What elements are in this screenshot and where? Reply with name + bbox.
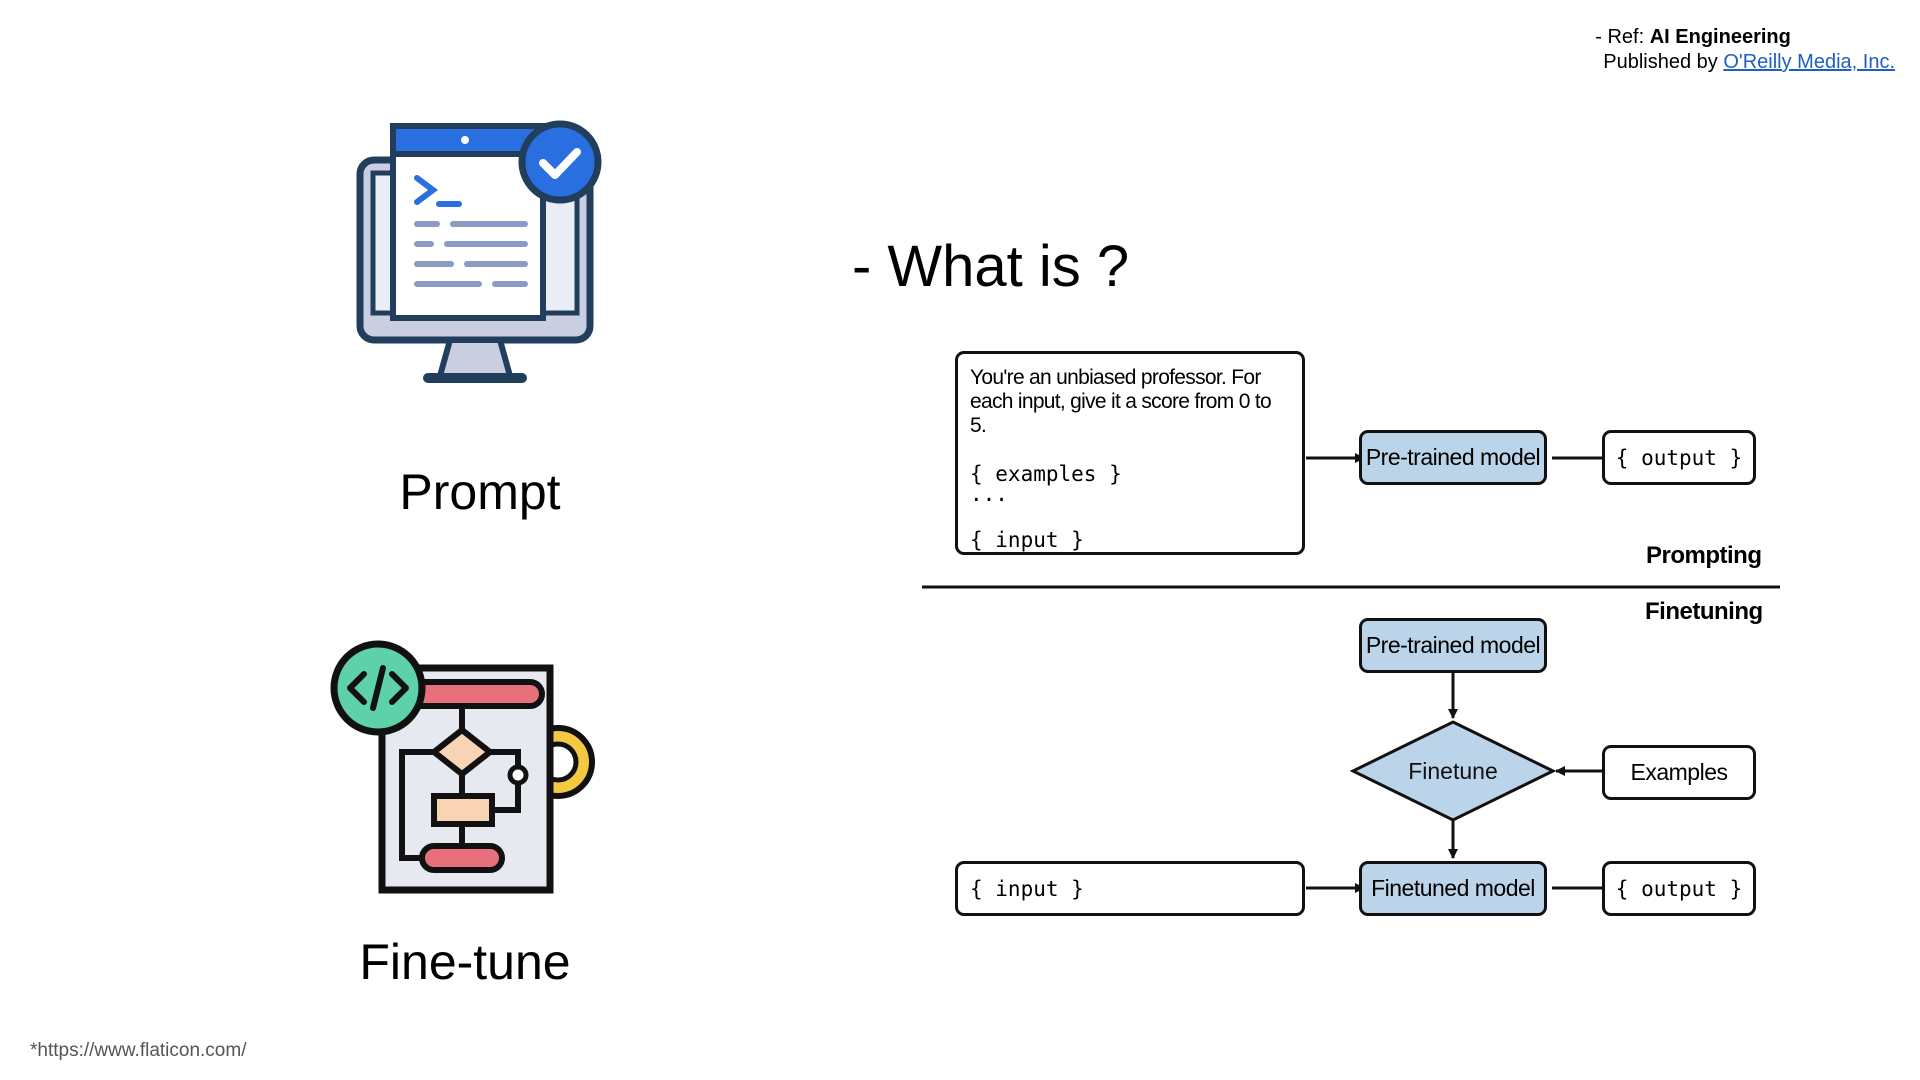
prompting-label: Prompting: [1646, 542, 1762, 569]
reference-line: - Ref: AI Engineering: [1595, 25, 1895, 50]
finetune-text: Finetune: [1408, 758, 1498, 784]
prompt-examples-placeholder: { examples }: [970, 462, 1122, 486]
pretrained-model-box-prompting: Pre-trained model: [1359, 430, 1547, 485]
finetuning-label: Finetuning: [1645, 598, 1763, 625]
input-box-finetuning: { input }: [955, 861, 1305, 916]
reference-prefix: - Ref:: [1595, 26, 1650, 48]
publisher-line: Published by O'Reilly Media, Inc.: [1595, 50, 1895, 75]
icon-credit: *https://www.flaticon.com/: [30, 1040, 247, 1061]
computer-terminal-icon: [356, 120, 602, 383]
examples-box: Examples: [1602, 745, 1756, 800]
published-by-text: Published by: [1603, 51, 1724, 73]
output-box-prompting: { output }: [1602, 430, 1756, 485]
finetune-diamond: [1349, 720, 1557, 822]
prompt-ellipsis: ...: [970, 482, 1008, 506]
prompt-input-placeholder: { input }: [970, 528, 1084, 552]
output-box-finetuning: { output }: [1602, 861, 1756, 916]
prompt-template-box: You're an unbiased professor. For each i…: [955, 351, 1305, 555]
finetune-label: Fine-tune: [359, 934, 571, 990]
publisher-link[interactable]: O'Reilly Media, Inc.: [1723, 51, 1895, 73]
prompt-instruction-text: You're an unbiased professor. For each i…: [970, 366, 1272, 437]
flowchart-code-icon: [330, 640, 595, 894]
reference-book-title: AI Engineering: [1649, 26, 1791, 48]
page-title: - What is ?: [852, 234, 1130, 299]
pretrained-model-box-finetuning: Pre-trained model: [1359, 618, 1547, 673]
reference-block: - Ref: AI Engineering Published by O'Rei…: [1595, 25, 1895, 75]
prompt-label: Prompt: [399, 464, 561, 520]
finetuned-model-box: Finetuned model: [1359, 861, 1547, 916]
